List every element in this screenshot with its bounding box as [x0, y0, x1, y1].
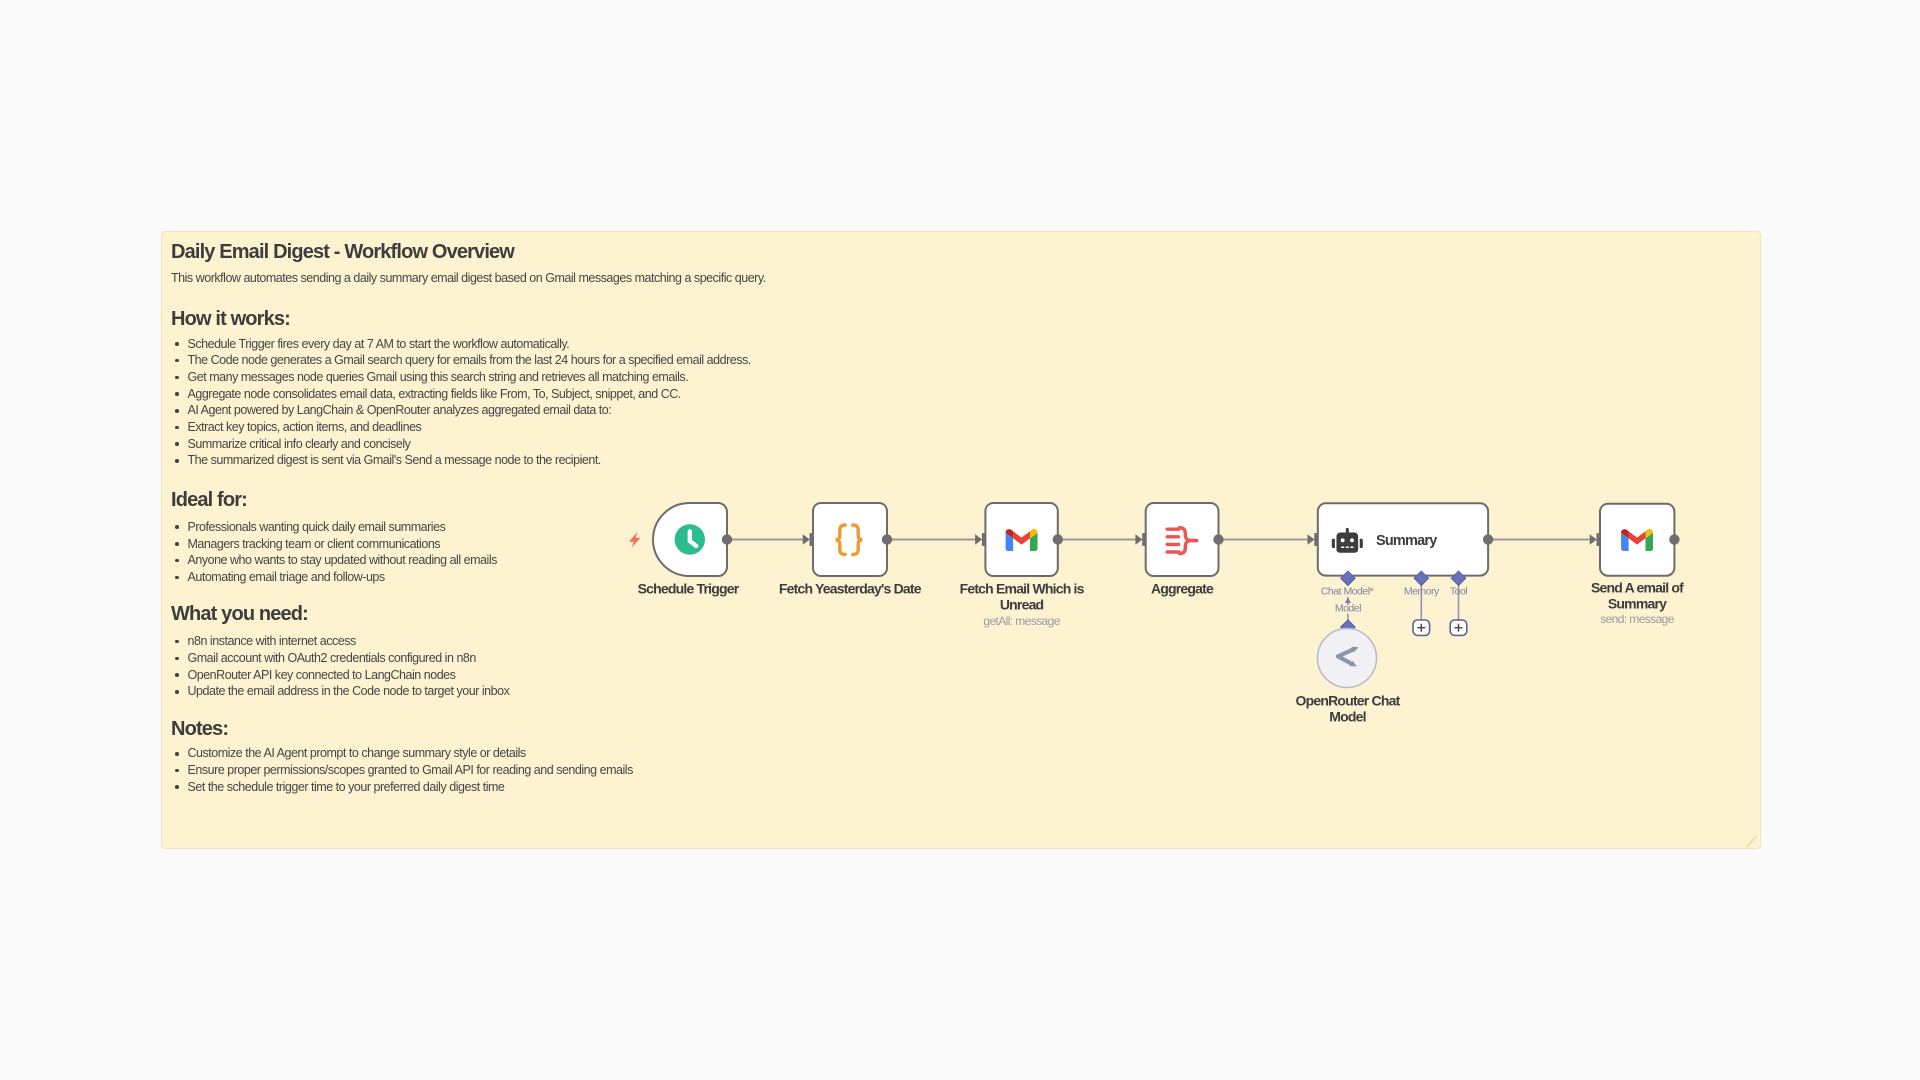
svg-text:Summary: Summary [1376, 533, 1437, 549]
svg-text:Fetch Email Which is: Fetch Email Which is [960, 581, 1085, 597]
svg-text:Chat Model*: Chat Model* [1321, 586, 1374, 598]
svg-text:Unread: Unread [1000, 597, 1044, 613]
svg-text:send: message: send: message [1600, 612, 1675, 626]
svg-text:Send A email of: Send A email of [1591, 580, 1684, 596]
svg-text:Schedule Trigger: Schedule Trigger [638, 581, 740, 597]
svg-text:Model: Model [1335, 603, 1361, 615]
svg-text:Memory: Memory [1404, 586, 1440, 598]
svg-text:OpenRouter Chat: OpenRouter Chat [1296, 693, 1401, 709]
svg-text:Model: Model [1329, 709, 1365, 725]
svg-text:Fetch Yeasterday's Date: Fetch Yeasterday's Date [779, 581, 922, 597]
svg-text:getAll: message: getAll: message [983, 614, 1060, 628]
svg-text:Aggregate: Aggregate [1151, 581, 1214, 597]
svg-text:Summary: Summary [1608, 596, 1667, 612]
svg-text:Tool: Tool [1450, 586, 1467, 598]
